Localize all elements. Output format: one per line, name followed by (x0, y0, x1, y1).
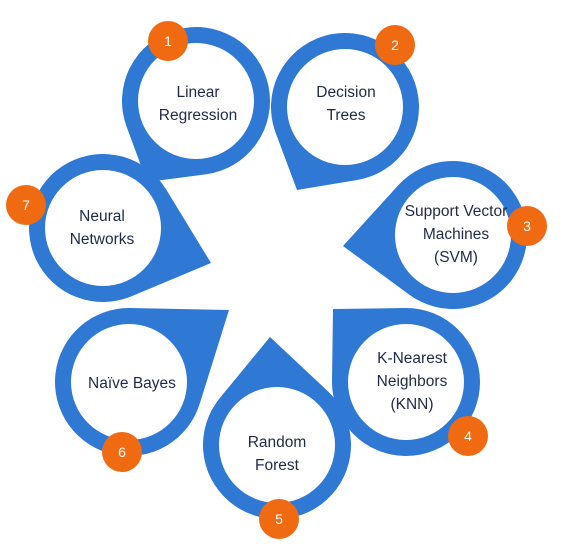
node-4-label-line: Neighbors (377, 373, 448, 390)
badge-6-number: 6 (118, 444, 126, 460)
node-1-label-line: Regression (159, 107, 237, 124)
petal-7-inner (45, 170, 161, 286)
petal-3-inner (395, 177, 511, 293)
node-5-label-line: Forest (255, 457, 300, 474)
node-1-label-line: Linear (176, 84, 219, 101)
node-7-label-line: Neural (79, 208, 125, 225)
badge-4 (448, 416, 488, 456)
node-6-label-line: Naïve Bayes (88, 375, 176, 392)
node-6-label: Naïve Bayes (88, 375, 176, 392)
badge-6 (102, 432, 142, 472)
node-7-label-line: Networks (70, 231, 135, 248)
petal-6-inner (71, 324, 187, 440)
badge-2-number: 2 (391, 37, 399, 53)
node-2-label-line: Trees (326, 107, 365, 124)
badge-4-number: 4 (464, 428, 472, 444)
badge-1 (148, 21, 188, 61)
badge-5 (259, 499, 299, 539)
node-4-label-line: (KNN) (390, 396, 433, 413)
badge-7 (6, 185, 46, 225)
petal-4-inner (348, 324, 464, 440)
petal-1-inner (138, 43, 254, 159)
node-3-label-line: (SVM) (434, 249, 478, 266)
badge-5-number: 5 (275, 511, 283, 527)
node-5-label-line: Random (248, 434, 307, 451)
node-3-label-line: Machines (423, 226, 490, 243)
badge-3 (507, 206, 547, 246)
petal-2-inner (287, 49, 403, 165)
node-2-label-line: Decision (316, 84, 375, 101)
badge-7-number: 7 (22, 197, 30, 213)
badge-layer: 1 2 3 4 5 6 7 (6, 21, 547, 539)
petal-5-inner (219, 387, 335, 503)
badge-2 (375, 25, 415, 65)
badge-1-number: 1 (164, 33, 172, 49)
node-4-label-line: K-Nearest (377, 350, 447, 367)
badge-3-number: 3 (523, 218, 531, 234)
node-3-label-line: Support Vector (405, 203, 508, 220)
